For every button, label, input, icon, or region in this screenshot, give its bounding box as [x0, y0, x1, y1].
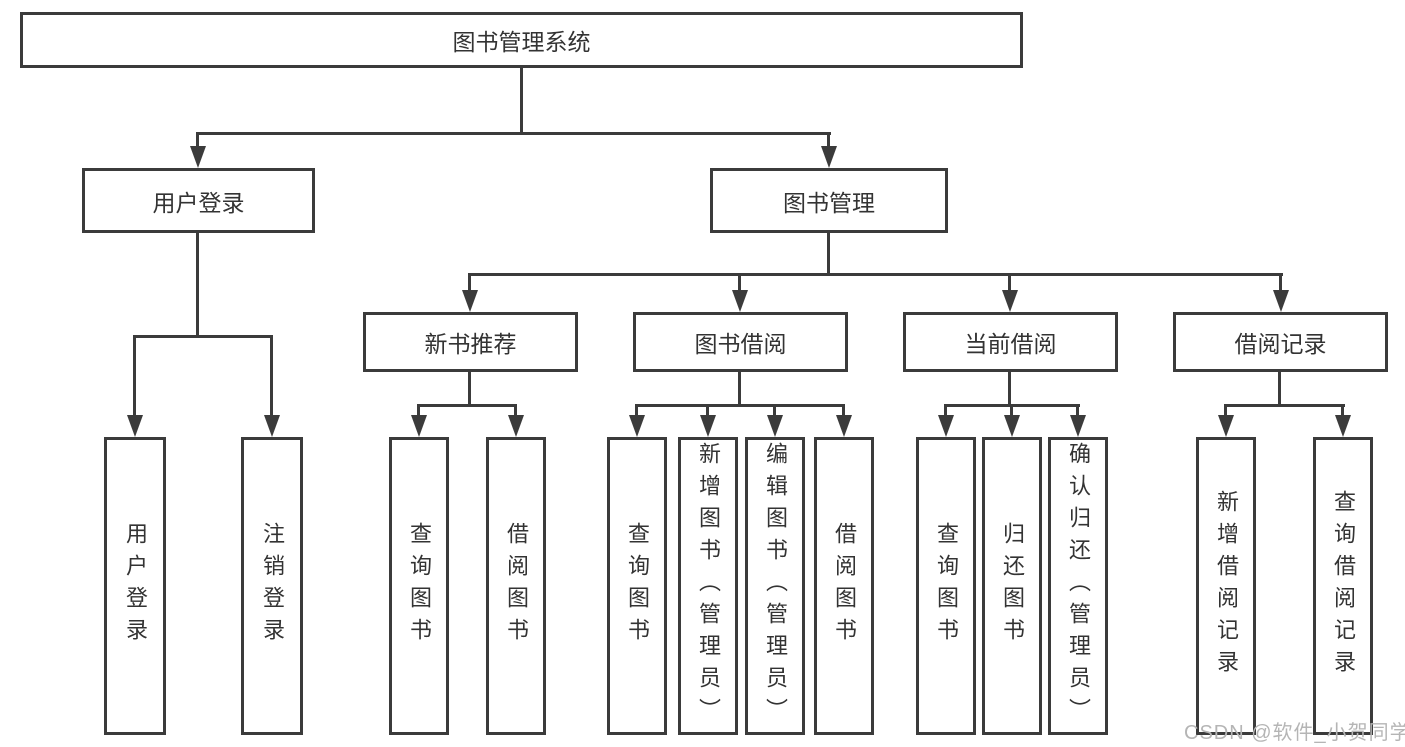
node-current-borrow: 当前借阅 [903, 312, 1118, 372]
arrow-down-icon [462, 290, 478, 312]
node-leaf-query-books-current-label: 查询图书 [934, 522, 959, 650]
connector-drop-line [773, 404, 776, 418]
arrow-down-icon [938, 415, 954, 437]
node-leaf-borrow-books-label: 借阅图书 [832, 522, 857, 650]
node-leaf-query-books-borrow: 查询图书 [607, 437, 667, 735]
node-leaf-query-books-recommend: 查询图书 [389, 437, 449, 735]
arrow-down-icon [264, 415, 280, 437]
node-leaf-confirm-return-admin-label: 确认归还（管理员） [1066, 442, 1091, 730]
connector-drop-line [196, 132, 199, 152]
node-leaf-add-borrow-record-label: 新增借阅记录 [1214, 490, 1239, 682]
connector-drop-line [1010, 404, 1013, 418]
arrow-down-icon [1004, 415, 1020, 437]
connector-drop-line [468, 273, 471, 295]
arrow-down-icon [836, 415, 852, 437]
connector-drop-line [1224, 404, 1227, 418]
node-leaf-add-books-admin: 新增图书（管理员） [678, 437, 738, 735]
node-new-book-recommend: 新书推荐 [363, 312, 578, 372]
node-leaf-edit-books-admin-label: 编辑图书（管理员） [763, 442, 788, 730]
node-leaf-user-login: 用户登录 [104, 437, 166, 735]
arrow-down-icon [700, 415, 716, 437]
node-leaf-query-borrow-record-label: 查询借阅记录 [1331, 490, 1356, 682]
connector-drop-line [827, 132, 830, 152]
connector-drop-line [1341, 404, 1344, 418]
arrow-down-icon [629, 415, 645, 437]
node-leaf-query-books-current: 查询图书 [916, 437, 976, 735]
connector-records-stem [1278, 372, 1281, 407]
connector-drop-line [417, 404, 420, 418]
connector-current-stem [1008, 372, 1011, 407]
connector-drop-line [1008, 273, 1011, 295]
node-leaf-query-books-recommend-label: 查询图书 [407, 522, 432, 650]
node-leaf-user-login-label: 用户登录 [123, 522, 148, 650]
connector-records-hbar [1224, 404, 1345, 407]
arrow-down-icon [1335, 415, 1351, 437]
connector-drop-line [514, 404, 517, 418]
arrow-down-icon [127, 415, 143, 437]
node-user-login-label: 用户登录 [152, 189, 245, 216]
node-root-label: 图书管理系统 [452, 29, 591, 55]
arrow-down-icon [1218, 415, 1234, 437]
node-leaf-add-borrow-record: 新增借阅记录 [1196, 437, 1256, 735]
node-borrow-records-label: 借阅记录 [1234, 331, 1327, 357]
node-leaf-borrow-books-recommend-label: 借阅图书 [504, 522, 529, 650]
node-current-borrow-label: 当前借阅 [964, 331, 1057, 357]
node-leaf-logout-label: 注销登录 [260, 522, 285, 650]
connector-newbook-stem [468, 372, 471, 407]
node-book-management-label: 图书管理 [783, 189, 875, 216]
connector-newbook-hbar [417, 404, 517, 407]
node-leaf-logout: 注销登录 [241, 437, 303, 735]
arrow-down-icon [1002, 290, 1018, 312]
node-leaf-query-borrow-record: 查询借阅记录 [1313, 437, 1373, 735]
connector-drop-line [1076, 404, 1079, 418]
arrow-down-icon [767, 415, 783, 437]
node-leaf-add-books-admin-label: 新增图书（管理员） [696, 442, 721, 730]
connector-root-stem [520, 66, 523, 135]
connector-borrow-stem [738, 372, 741, 407]
node-leaf-borrow-books-recommend: 借阅图书 [486, 437, 546, 735]
node-book-management: 图书管理 [710, 168, 948, 233]
node-user-login: 用户登录 [82, 168, 315, 233]
connector-userlogin-stem [196, 233, 199, 337]
node-leaf-query-books-borrow-label: 查询图书 [625, 522, 650, 650]
connector-bookmgmt-hbar [468, 273, 1283, 276]
connector-drop-line [944, 404, 947, 418]
node-borrow-records: 借阅记录 [1173, 312, 1388, 372]
node-leaf-confirm-return-admin: 确认归还（管理员） [1048, 437, 1108, 735]
arrow-down-icon [1273, 290, 1289, 312]
connector-drop-line [1279, 273, 1282, 295]
arrow-down-icon [508, 415, 524, 437]
node-leaf-return-books-label: 归还图书 [1000, 522, 1025, 650]
node-leaf-borrow-books: 借阅图书 [814, 437, 874, 735]
arrow-down-icon [732, 290, 748, 312]
node-book-borrow: 图书借阅 [633, 312, 848, 372]
arrow-down-icon [1070, 415, 1086, 437]
arrow-down-icon [821, 146, 837, 168]
connector-drop-line [842, 404, 845, 418]
node-root: 图书管理系统 [20, 12, 1023, 68]
connector-bookmgmt-stem [827, 233, 830, 276]
connector-drop-line [706, 404, 709, 418]
arrow-down-icon [190, 146, 206, 168]
node-book-borrow-label: 图书借阅 [694, 331, 787, 357]
connector-drop-line [738, 273, 741, 295]
connector-drop-line [635, 404, 638, 418]
watermark-text: CSDN @软件_小贺同学 [1184, 722, 1405, 744]
arrow-down-icon [411, 415, 427, 437]
node-new-book-recommend-label: 新书推荐 [424, 331, 517, 357]
connector-drop-line [270, 335, 273, 421]
connector-drop-line [133, 335, 136, 421]
connector-userlogin-hbar [133, 335, 273, 338]
node-leaf-edit-books-admin: 编辑图书（管理员） [745, 437, 805, 735]
node-leaf-return-books: 归还图书 [982, 437, 1042, 735]
connector-borrow-hbar [635, 404, 845, 407]
connector-root-hbar [196, 132, 831, 135]
